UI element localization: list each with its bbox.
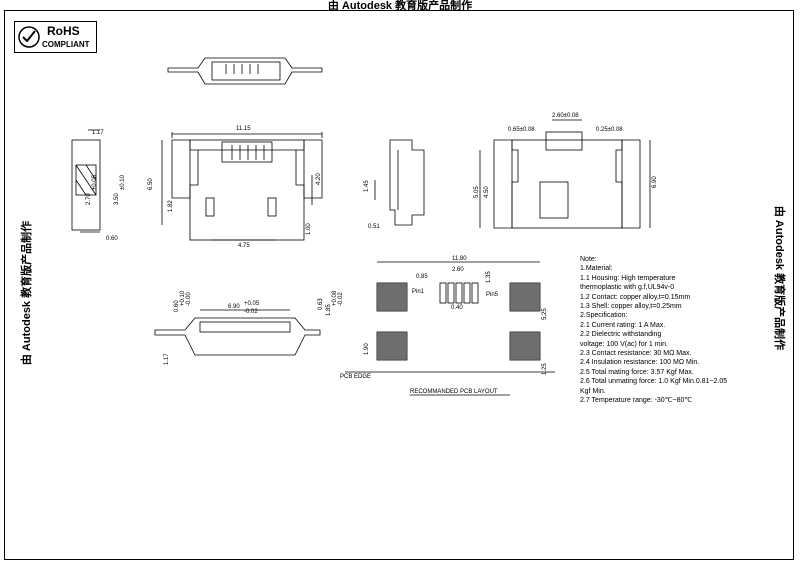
bottom-view (154, 309, 321, 356)
dim-right-top: 2.60±0.08 (552, 113, 579, 119)
dim-top-left-w: 1.17 (92, 130, 104, 136)
dim-pcb-135: 1.35 (486, 271, 492, 283)
dim-left-270: 2.70 (86, 193, 92, 205)
front-view (161, 132, 323, 241)
notes-block: Note: 1.Material: 1.1 Housing: High temp… (580, 255, 727, 406)
notes-line: 2.Specification: (580, 312, 628, 320)
notes-line: 1.3 Shell: copper alloy,t=0.25mm (580, 303, 682, 311)
dim-right-left: 0.65±0.08 (508, 127, 535, 133)
dim-bottom-002b: -0.02 (338, 292, 344, 306)
dim-bottom-000: -0.00 (186, 292, 192, 306)
dim-side-051: 0.51 (368, 224, 380, 230)
dim-pcb-width: 11.80 (452, 256, 467, 262)
mid-side-view (374, 139, 425, 226)
notes-line: 2.1 Current rating: 1 A Max. (580, 321, 666, 329)
notes-line: 2.4 Insulation resistance: 100 MΩ Min. (580, 359, 700, 367)
dim-left-060: 0.60 (106, 236, 118, 242)
dim-left-005: ±0.05 (92, 174, 98, 190)
notes-line: Kgf Min. (580, 387, 606, 395)
dim-bottom-060: 0.60 (174, 300, 180, 312)
dim-left-350: 3.50 (114, 193, 120, 205)
notes-line: 2.5 Total mating force: 3.57 Kgf Max. (580, 368, 694, 376)
dim-side-145: 1.45 (364, 180, 370, 192)
dim-right-right: 0.25±0.08 (596, 127, 623, 133)
rohs-badge: RoHS COMPLIANT (14, 21, 97, 53)
dim-front-small-left: 1.82 (168, 200, 174, 212)
pin1-label: Pin1 (412, 289, 425, 295)
left-side-view (71, 129, 101, 233)
notes-line: 1.2 Contact: copper alloy,t=0.15mm (580, 293, 691, 301)
notes-line: voltage: 100 V(ac) for 1 min. (580, 340, 668, 348)
notes-line: 1.1 Housing: High temperature (580, 274, 676, 282)
dim-right-h3: 6.90 (652, 176, 658, 188)
dim-front-small-right: 1.00 (306, 223, 312, 235)
pin5-label: Pin5 (486, 292, 499, 298)
pcb-layout (345, 261, 555, 396)
dim-bottom-117: 1.17 (164, 353, 170, 365)
right-view (479, 119, 651, 229)
notes-line: 2.6 Total unmating force: 1.0 Kgf Min.0.… (580, 378, 728, 386)
dim-pcb-260: 2.60 (452, 267, 464, 273)
dim-bottom-690: 6.90 (228, 304, 240, 310)
dim-bottom-008: +0.08 (332, 290, 338, 306)
dim-pcb-040: 0.40 (451, 305, 463, 311)
notes-title: Note: (580, 256, 597, 263)
dim-bottom-185: 1.85 (326, 304, 332, 316)
dim-bottom-005: +0.05 (244, 301, 260, 307)
dim-bottom-010: +0.10 (180, 290, 186, 306)
rohs-check-icon (18, 26, 40, 48)
rohs-title: RoHS (47, 24, 80, 38)
header-watermark: 由 Autodesk 教育版产品制作 (327, 0, 473, 12)
dim-bottom-063: 0.63 (318, 298, 324, 310)
dim-bottom-002: -0.02 (244, 309, 258, 315)
pcb-layout-title: RECOMMANDED PCB LAYOUT (410, 389, 498, 395)
notes-line: 2.3 Contact resistance: 30 MΩ Max. (580, 350, 692, 358)
notes-line: 1.Material: (580, 265, 613, 273)
notes-line: thermoplastic with g.f,UL94v-0 (580, 284, 675, 292)
top-view (167, 57, 323, 85)
dim-front-bottom: 4.75 (238, 243, 250, 249)
notes-line: 2.7 Temperature range: -30℃~80℃ (580, 397, 693, 405)
dim-pcb-085: 0.85 (416, 274, 428, 280)
dim-pcb-125: 1.25 (542, 363, 548, 375)
dim-left-010: ±0.10 (120, 174, 126, 190)
pcb-edge-label: PCB EDGE (340, 374, 371, 380)
drawing-frame (4, 10, 794, 560)
dim-right-h2: 4.50 (484, 186, 490, 198)
rohs-subtitle: COMPLIANT (42, 40, 90, 49)
notes-line: 2.2 Dielectric withstanding (580, 331, 662, 339)
dim-front-height: 6.50 (148, 178, 154, 190)
dim-front-inner: 4.20 (316, 173, 322, 185)
dim-right-h1: 5.05 (474, 186, 480, 198)
dim-pcb-190: 1.90 (364, 343, 370, 355)
dim-pcb-525: 5.25 (542, 308, 548, 320)
dim-front-width: 11.15 (236, 126, 251, 132)
